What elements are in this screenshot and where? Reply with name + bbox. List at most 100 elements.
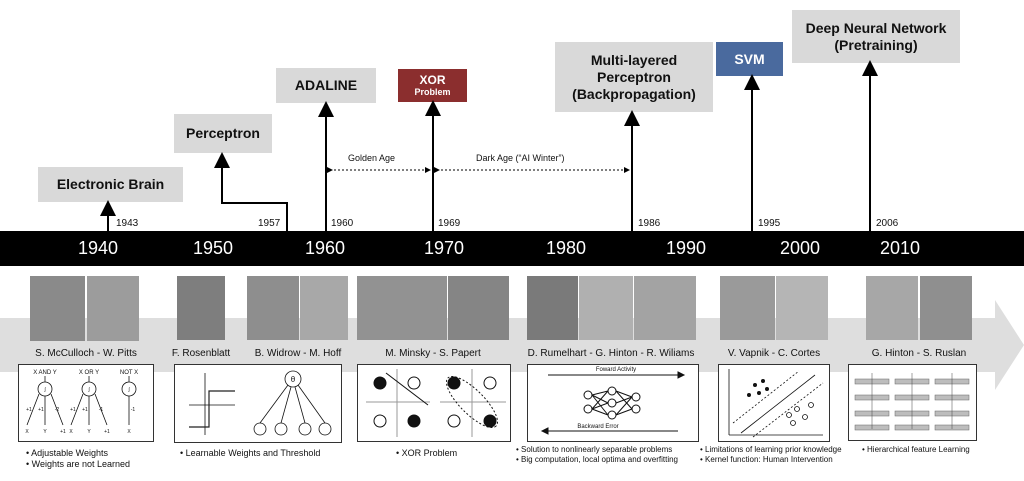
photo-cortes [776,276,828,340]
milestone-svm: SVM [716,42,783,76]
milestone-xor: XOR Problem [398,69,467,102]
decade-1990: 1990 [666,238,707,258]
notes-hinton: Hierarchical feature Learning [862,445,970,455]
milestone-mlp: Multi-layered Perceptron (Backpropagatio… [555,42,713,112]
note-weights-not-learned: Weights are not Learned [26,459,130,470]
svg-text:+1: +1 [82,407,88,413]
svg-text:+1: +1 [26,407,32,413]
panel-svm [718,364,830,442]
svg-text:∫: ∫ [127,387,130,393]
photo-williams [634,276,696,340]
names-vapnik-cortes: V. Vapnik - C. Cortes [727,348,821,359]
connector-arrows [100,60,878,231]
note-kernel-function: Kernel function: Human Intervention [700,455,842,465]
decade-2010: 2010 [880,238,921,258]
mlp-line2: Perceptron [597,68,671,85]
panel-perceptron: θ [174,364,342,443]
dnn-line2: (Pretraining) [834,36,918,53]
note-nonlinear-solution: Solution to nonlinearly separable proble… [516,445,678,455]
decade-1960: 1960 [305,238,346,258]
svg-text:+1: +1 [38,407,44,413]
logic-gates-diagram: X AND Y X OR Y NOT X ∫∫∫ +1+1-2 +1+1-1 -… [25,370,138,435]
svg-text:Y: Y [43,429,47,435]
perceptron-diagram: θ [189,370,332,436]
panel-logic-gates: X AND Y X OR Y NOT X ∫∫∫ +1+1-2 +1+1-1 -… [18,364,154,442]
photo-ruslan [920,276,972,340]
hierarchical-diagram [854,373,970,431]
milestone-dnn: Deep Neural Network (Pretraining) [792,10,960,63]
year-1960: 1960 [331,218,354,229]
year-2006: 2006 [876,218,899,229]
photo-hinton-2 [866,276,918,340]
decade-1980: 1980 [546,238,587,258]
svm-diagram [728,369,824,438]
names-minsky-papert: M. Minsky - S. Papert [385,348,481,359]
decade-1950: 1950 [193,238,234,258]
svg-text:+1: +1 [70,407,76,413]
note-learnable-weights: Learnable Weights and Threshold [180,448,321,459]
neuron-threshold [284,370,302,388]
note-xor-problem: XOR Problem [396,448,458,459]
svg-text:Y: Y [87,429,91,435]
panel-xor [357,364,511,442]
svg-text:∫: ∫ [43,387,46,393]
year-1957: 1957 [258,218,281,229]
photo-mcculloch [30,276,85,341]
year-1995: 1995 [758,218,781,229]
notes-vapnik: Limitations of learning prior knowledge … [700,445,842,465]
photo-rosenblatt [177,276,225,340]
svg-text:∫: ∫ [87,387,90,393]
backprop-diagram: Foward Activity Backward Error [540,367,686,435]
milestone-perceptron: Perceptron [174,114,272,153]
label-not: NOT X [120,370,138,376]
note-big-computation: Big computation, local optima and overfi… [516,455,678,465]
notes-rosenblatt: Learnable Weights and Threshold [180,448,321,459]
dnn-line1: Deep Neural Network [805,19,947,36]
photo-minsky [357,276,447,340]
mlp-line1: Multi-layered [590,51,678,68]
photo-vapnik [720,276,775,340]
photo-hoff [300,276,348,340]
names-mcculloch-pitts: S. McCulloch - W. Pitts [35,348,137,359]
panel-backprop: Foward Activity Backward Error [527,364,699,442]
milestone-adaline: ADALINE [276,68,376,103]
theta-label: θ [291,375,296,384]
milestone-electronic-brain: Electronic Brain [38,167,183,202]
backward-label: Backward Error [577,424,618,430]
svg-text:-1: -1 [131,407,136,413]
decade-1940: 1940 [78,238,119,258]
xor-diagram [366,369,506,437]
note-hierarchical-learning: Hierarchical feature Learning [862,445,970,455]
svg-text:-1: -1 [99,407,104,413]
label-or: X OR Y [79,370,99,376]
year-1943: 1943 [116,218,139,229]
photo-papert [448,276,509,340]
svg-text:X: X [69,429,73,435]
note-adjustable-weights: Adjustable Weights [26,448,130,459]
svg-text:+1: +1 [60,429,66,435]
names-hinton-ruslan: G. Hinton - S. Ruslan [871,348,967,359]
panel-hierarchical [848,364,977,441]
photo-hinton [579,276,633,340]
label-and: X AND Y [33,370,57,376]
forward-label: Foward Activity [596,367,636,373]
arrow-1957 [214,152,288,231]
names-rosenblatt: F. Rosenblatt [171,348,231,359]
year-1986: 1986 [638,218,661,229]
svg-text:X: X [25,429,29,435]
notes-mcculloch: Adjustable Weights Weights are not Learn… [26,448,130,470]
era-dark: Dark Age (“AI Winter”) [476,153,565,163]
photo-pitts [87,276,139,341]
decade-1970: 1970 [424,238,465,258]
photo-rumelhart [527,276,578,340]
names-rumelhart-hinton-williams: D. Rumelhart - G. Hinton - R. Wiliams [527,348,695,359]
notes-minsky: XOR Problem [396,448,458,459]
svg-text:+1: +1 [104,429,110,435]
names-widrow-hoff: B. Widrow - M. Hoff [254,348,342,359]
xor-subtitle: Problem [414,86,451,97]
note-prior-knowledge: Limitations of learning prior knowledge [700,445,842,455]
notes-rumelhart: Solution to nonlinearly separable proble… [516,445,678,465]
mlp-line3: (Backpropagation) [572,85,696,102]
photo-widrow [247,276,299,340]
timeline-bar [0,231,1024,266]
